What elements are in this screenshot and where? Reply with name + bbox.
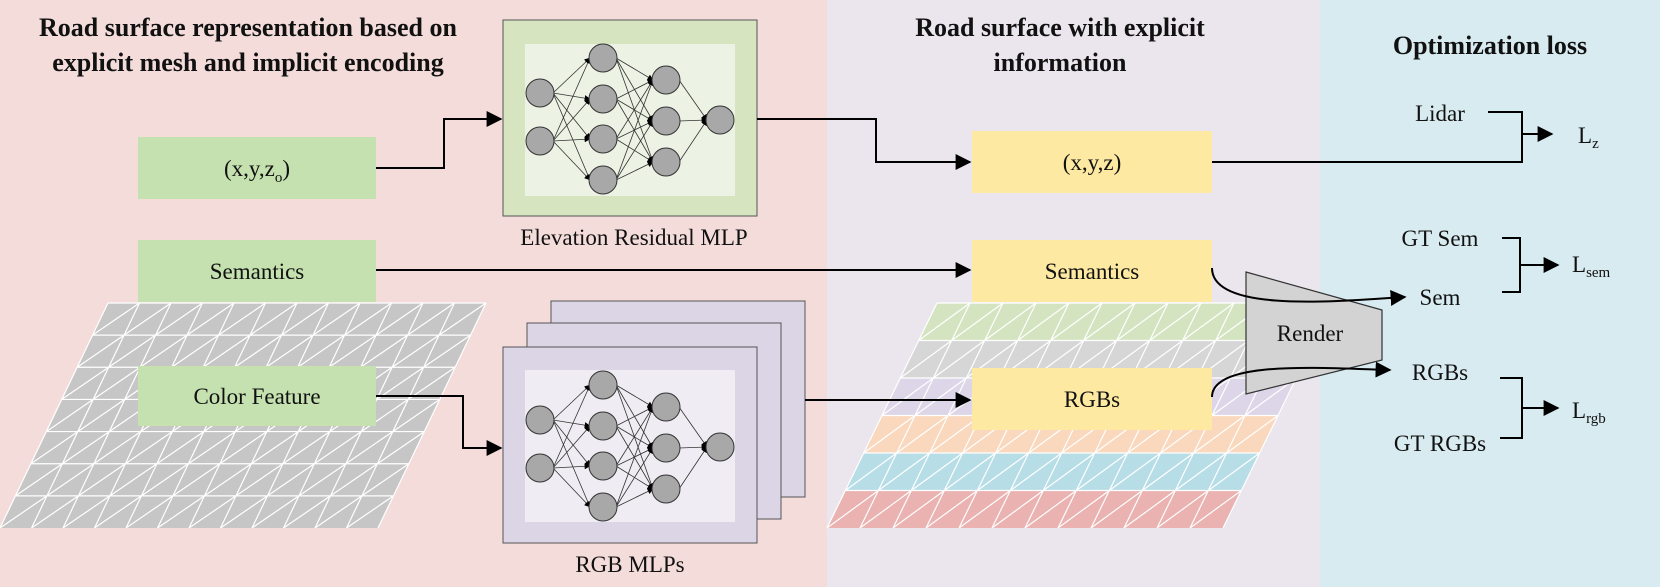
neuron-l1-n0 [588,370,618,400]
neuron-l1-n1 [588,84,618,114]
lidar-label: Lidar [1415,101,1465,126]
neuron-l1-n0 [588,43,618,73]
left-section-title-line1: Road surface representation based on [39,13,457,42]
input-coords-subscript: o [275,170,283,186]
output-coords-box: (x,y,z) [972,131,1212,193]
loss-rgb-label: Lrgb [1572,398,1606,427]
arrow-coords-to-elevation [376,111,503,169]
arrow-coords-to-loss [1212,111,1523,163]
input-coords-close: ) [282,156,290,181]
neuron-l2-n0 [651,392,681,422]
rgb-network-graph [525,370,735,522]
input-semantics-box: Semantics [138,240,376,302]
neuron-l3-n0 [705,105,735,135]
neuron-l1-n3 [588,165,618,195]
sem-label: Sem [1420,285,1461,310]
neuron-l1-n3 [588,492,618,522]
arrow-elevation-to-coords [757,118,972,170]
neuron-l1-n2 [588,451,618,481]
output-rgbs-box: RGBs [972,368,1212,430]
neuron-l0-n0 [525,405,555,435]
arrow-color-to-rgb [376,395,503,456]
loss-z-label: Lz [1578,123,1599,152]
gt-sem-label: GT Sem [1402,226,1479,251]
output-semantics-text: Semantics [1045,259,1140,284]
neuron-l1-n1 [588,411,618,441]
elevation-residual-mlp [502,19,758,217]
neuron-l1-n2 [588,124,618,154]
input-color-feature-box: Color Feature [138,366,376,426]
input-coords-text: (x,y,z [224,156,275,181]
rgb-mlps-stack [502,300,806,544]
input-coords-box: (x,y,zo) [138,137,376,199]
connectors [376,111,1560,456]
neuron-l0-n1 [525,126,555,156]
neuron-l2-n0 [651,65,681,95]
input-color-feature-text: Color Feature [193,384,320,409]
input-semantics-text: Semantics [210,259,305,284]
rgbs-label: RGBs [1412,360,1468,385]
gt-rgbs-label: GT RGBs [1394,431,1486,456]
render-label: Render [1277,321,1344,346]
neuron-l2-n2 [651,147,681,177]
middle-section-title-line2: information [994,48,1127,77]
curve-semantics-to-sem [1211,267,1407,306]
neuron-l2-n2 [651,474,681,504]
elevation-mlp-label: Elevation Residual MLP [520,225,747,250]
render-block: Render [1245,271,1383,395]
neuron-l2-n1 [651,433,681,463]
rgb-mlps-label: RGB MLPs [575,552,684,577]
curve-rgbs-to-rgbs [1211,361,1392,398]
svg-text:(x,y,zo): (x,y,zo) [224,156,290,186]
output-rgbs-text: RGBs [1064,387,1120,412]
output-semantics-box: Semantics [972,240,1212,302]
elevation-network-graph [525,43,735,195]
neuron-l0-n1 [525,453,555,483]
loss-sem-label: Lsem [1572,252,1611,281]
neuron-l2-n1 [651,106,681,136]
left-section-title-line2: explicit mesh and implicit encoding [52,48,443,77]
output-coords-text: (x,y,z) [1063,150,1122,175]
right-section-background [1320,0,1660,587]
neuron-l3-n0 [705,432,735,462]
right-section-title: Optimization loss [1393,31,1587,60]
middle-section-title-line1: Road surface with explicit [915,13,1205,42]
neuron-l0-n0 [525,78,555,108]
